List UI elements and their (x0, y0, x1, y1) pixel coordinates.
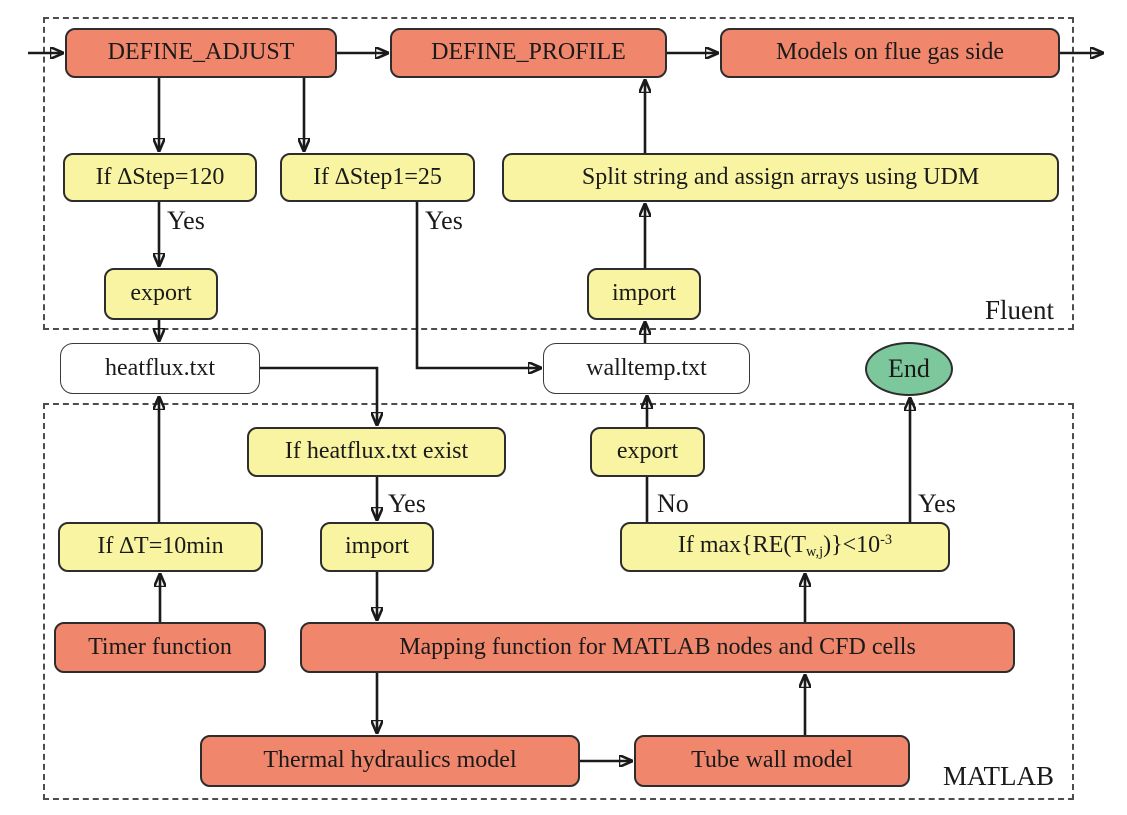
region-fluent (43, 17, 1074, 330)
edge-label-yes-converge: Yes (918, 489, 956, 518)
node-thermal-model: Thermal hydraulics model (200, 735, 580, 787)
node-walltemp-file: walltemp.txt (543, 343, 750, 394)
node-if-heatflux-exist: If heatflux.txt exist (247, 427, 506, 477)
node-split-string: Split string and assign arrays using UDM (502, 153, 1059, 202)
node-if-max-re: If max{RE(Tw,j)}<10-3 (620, 522, 950, 572)
node-import-fluent: import (587, 268, 701, 320)
node-heatflux-file: heatflux.txt (60, 343, 260, 394)
node-models-flue-gas: Models on flue gas side (720, 28, 1060, 78)
node-if-step1-25: If ∆Step1=25 (280, 153, 475, 202)
if-max-re-text: If max{RE(Tw,j)}<10-3 (677, 532, 893, 561)
node-timer-function: Timer function (54, 622, 266, 673)
edge-label-yes-step1: Yes (425, 206, 463, 235)
node-end: End (865, 342, 953, 396)
node-mapping-function: Mapping function for MATLAB nodes and CF… (300, 622, 1015, 673)
node-tube-wall-model: Tube wall model (634, 735, 910, 787)
if-max-re-superscript: -3 (880, 532, 893, 549)
node-import-matlab: import (320, 522, 434, 572)
node-if-dt-10min: If ∆T=10min (58, 522, 263, 572)
node-define-adjust: DEFINE_ADJUST (65, 28, 337, 78)
edge-label-no-converge: No (657, 489, 689, 518)
region-matlab (43, 403, 1074, 800)
edge-label-yes-heatflux: Yes (388, 489, 426, 518)
edge-label-yes-step120: Yes (167, 206, 205, 235)
region-label-fluent: Fluent (985, 295, 1055, 325)
node-export-fluent: export (104, 268, 218, 320)
node-if-step-120: If ∆Step=120 (63, 153, 257, 202)
region-label-matlab: MATLAB (943, 761, 1055, 791)
node-export-matlab: export (590, 427, 705, 477)
if-max-re-subscript: w,j (806, 544, 824, 561)
node-define-profile: DEFINE_PROFILE (390, 28, 667, 78)
